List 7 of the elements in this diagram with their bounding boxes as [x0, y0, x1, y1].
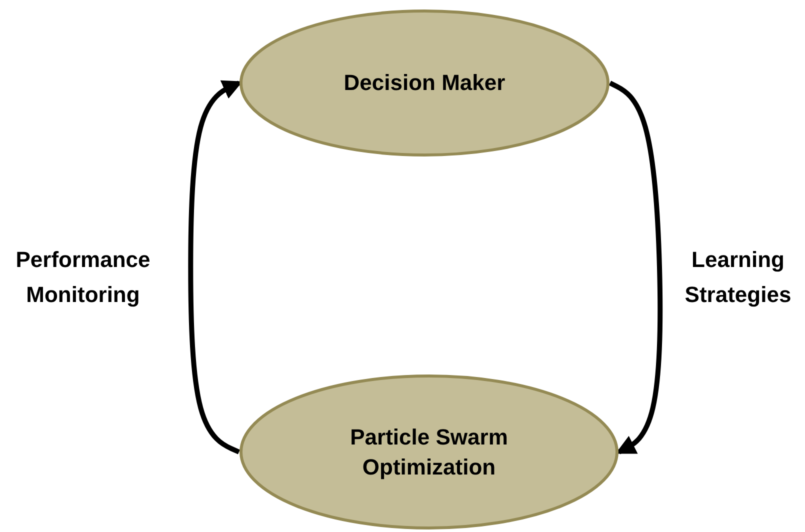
node-label: Particle Swarm Optimization [349, 423, 509, 482]
ellipse-node [239, 374, 619, 530]
ellipse-node [239, 9, 610, 157]
curved-arrow [608, 80, 663, 454]
edge-label: Learning Strategies [684, 246, 792, 310]
edge-label: Performance Monitoring [14, 246, 152, 310]
node-label: Decision Maker [342, 69, 506, 98]
